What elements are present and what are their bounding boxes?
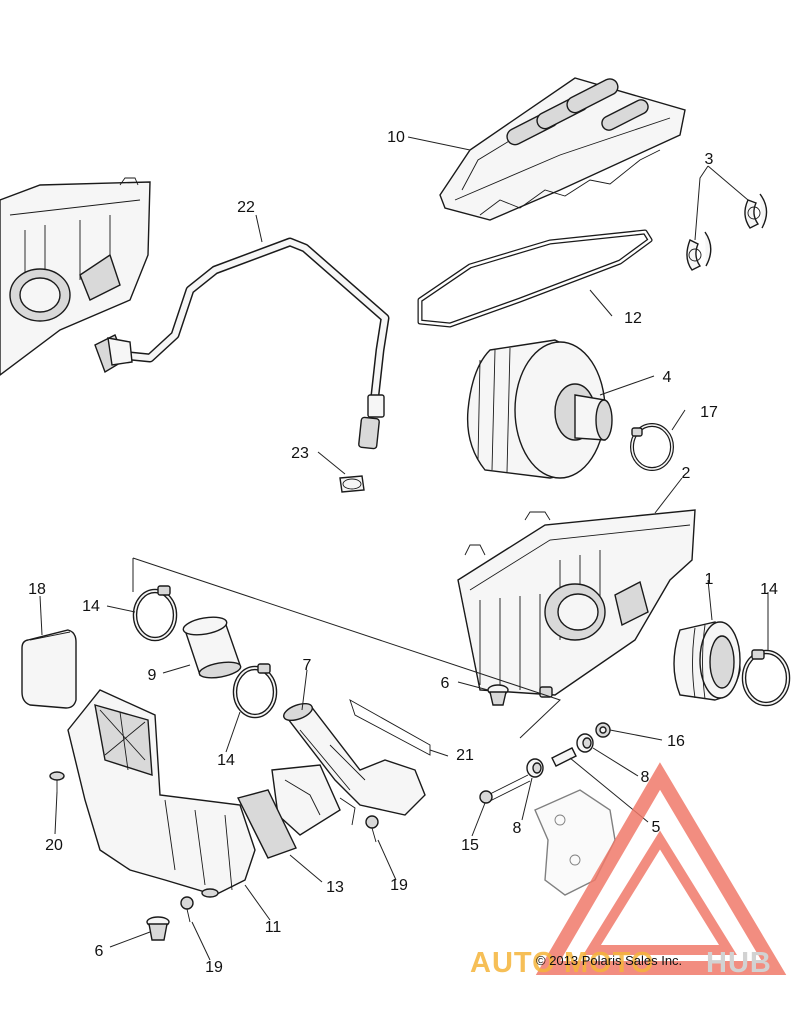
callout-labels: 10 3 22 12 4 17 23 2 1 14 18 14 9 7 6 14… <box>28 129 778 976</box>
part-1-adapter-boot <box>673 621 741 701</box>
callout-12: 12 <box>624 310 642 327</box>
callout-3: 3 <box>705 151 714 168</box>
part-14-clamp-middle <box>232 663 278 719</box>
callout-16: 16 <box>667 733 685 750</box>
callout-20: 20 <box>45 837 63 854</box>
part-16-nut <box>595 722 611 738</box>
part-7-intake-duct <box>283 702 426 816</box>
callout-15: 15 <box>461 837 479 854</box>
callout-8-right: 8 <box>641 769 650 786</box>
part-17-clamp <box>630 423 674 471</box>
copyright-notice: © 2013 Polaris Sales Inc. <box>536 953 682 968</box>
callout-14-middle: 14 <box>217 752 235 769</box>
callout-1: 1 <box>705 571 714 588</box>
callout-6-lower: 6 <box>95 943 104 960</box>
callout-22: 22 <box>237 199 255 216</box>
callout-6-upper: 6 <box>441 675 450 692</box>
callout-14-left: 14 <box>82 598 100 615</box>
part-11-intake-housing <box>67 689 256 898</box>
part-13-duct-transition <box>236 764 356 859</box>
part-8-bushing-right <box>576 733 594 753</box>
group-boundary-line <box>132 557 561 739</box>
part-21-seal-strip <box>349 699 431 756</box>
part-2-airbox-housing <box>457 509 696 698</box>
callout-19-upper: 19 <box>390 877 408 894</box>
callout-13: 13 <box>326 879 344 896</box>
part-mounting-bracket <box>534 789 616 896</box>
watermark-moto: MOTO <box>564 947 654 979</box>
callout-21: 21 <box>456 747 474 764</box>
callout-10: 10 <box>387 129 405 146</box>
part-3-clips <box>686 193 768 271</box>
part-8-bushing-left <box>526 758 544 778</box>
part-airbox-left-reference <box>0 177 151 376</box>
part-10-airbox-cover <box>439 77 686 221</box>
part-22-breather-hose <box>94 237 390 450</box>
watermark-auto: AUTO <box>470 947 556 979</box>
part-6-grommet-upper <box>487 684 509 706</box>
part-12-cover-seal <box>417 229 653 328</box>
watermark-hub: HUB <box>706 947 772 979</box>
leader-lines <box>39 136 769 961</box>
callout-9: 9 <box>148 667 157 684</box>
part-6-grommet-lower <box>146 916 170 941</box>
part-9-coupler-tube <box>182 616 242 679</box>
callout-11: 11 <box>265 919 282 936</box>
watermark-triangle-outer <box>535 762 787 975</box>
callout-19-lower: 19 <box>205 959 223 976</box>
part-4-air-filter <box>466 339 613 479</box>
part-18-pre-filter <box>21 629 77 709</box>
callout-18: 18 <box>28 581 46 598</box>
callout-14-right: 14 <box>760 581 778 598</box>
watermark-triangle-inner <box>583 830 737 955</box>
callout-8-left: 8 <box>513 820 522 837</box>
part-5-spacer <box>551 747 577 767</box>
callout-2: 2 <box>682 465 691 482</box>
watermark-text: AUTO MOTO HUB <box>470 947 772 979</box>
part-15-bolt <box>479 774 531 804</box>
part-19-bolt-lower <box>180 896 194 923</box>
part-14-clamp-left <box>132 585 178 642</box>
part-23-hose-clamp <box>339 475 365 493</box>
callout-4: 4 <box>663 369 672 386</box>
part-20-push-rivet <box>49 771 65 792</box>
callout-7: 7 <box>303 657 312 674</box>
watermark-logo <box>535 762 787 975</box>
callout-23: 23 <box>291 445 309 462</box>
callout-17: 17 <box>700 404 718 421</box>
callout-5: 5 <box>652 819 661 836</box>
part-19-bolt-upper <box>365 815 379 843</box>
part-14-clamp-right <box>741 649 791 707</box>
